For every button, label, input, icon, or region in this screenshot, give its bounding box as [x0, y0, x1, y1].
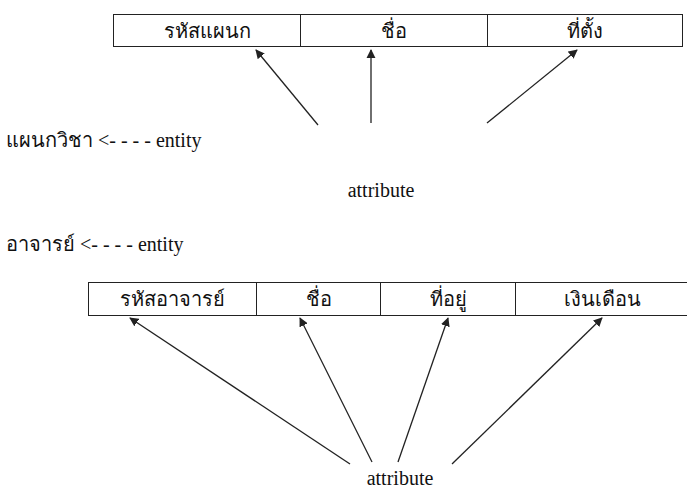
cell-text: ชื่อ	[306, 288, 332, 310]
attribute-cell: เงินเดือน	[515, 282, 687, 316]
attribute-cell: รหัสอาจารย์	[88, 282, 257, 316]
cell-text: รหัสแผนก	[164, 20, 251, 42]
leader-arrow	[398, 318, 448, 462]
attribute-label: attribute	[346, 178, 417, 202]
leader-arrow	[370, 50, 371, 123]
attribute-label: attribute	[365, 466, 436, 490]
leader-arrow	[300, 318, 372, 462]
attribute-cell: รหัสแผนก	[113, 14, 301, 47]
attribute-cell: ที่อยู่	[380, 282, 516, 316]
attribute-cell: ที่ตั้ง	[487, 14, 683, 47]
leader-arrow	[487, 50, 577, 123]
entity-label: อาจารย์ <- - - - entity	[4, 232, 185, 256]
entity-label: แผนกวิชา <- - - - entity	[4, 128, 203, 152]
leader-arrow	[256, 50, 318, 125]
cell-text: เงินเดือน	[564, 288, 641, 310]
attribute-cell: ชื่อ	[256, 282, 381, 316]
cell-text: ชื่อ	[381, 20, 407, 42]
cell-text: ที่ตั้ง	[567, 20, 603, 42]
leader-arrow	[130, 318, 350, 464]
cell-text: ที่อยู่	[430, 288, 467, 310]
cell-text: รหัสอาจารย์	[120, 288, 225, 310]
attribute-cell: ชื่อ	[300, 14, 488, 47]
leader-arrow	[452, 318, 602, 464]
